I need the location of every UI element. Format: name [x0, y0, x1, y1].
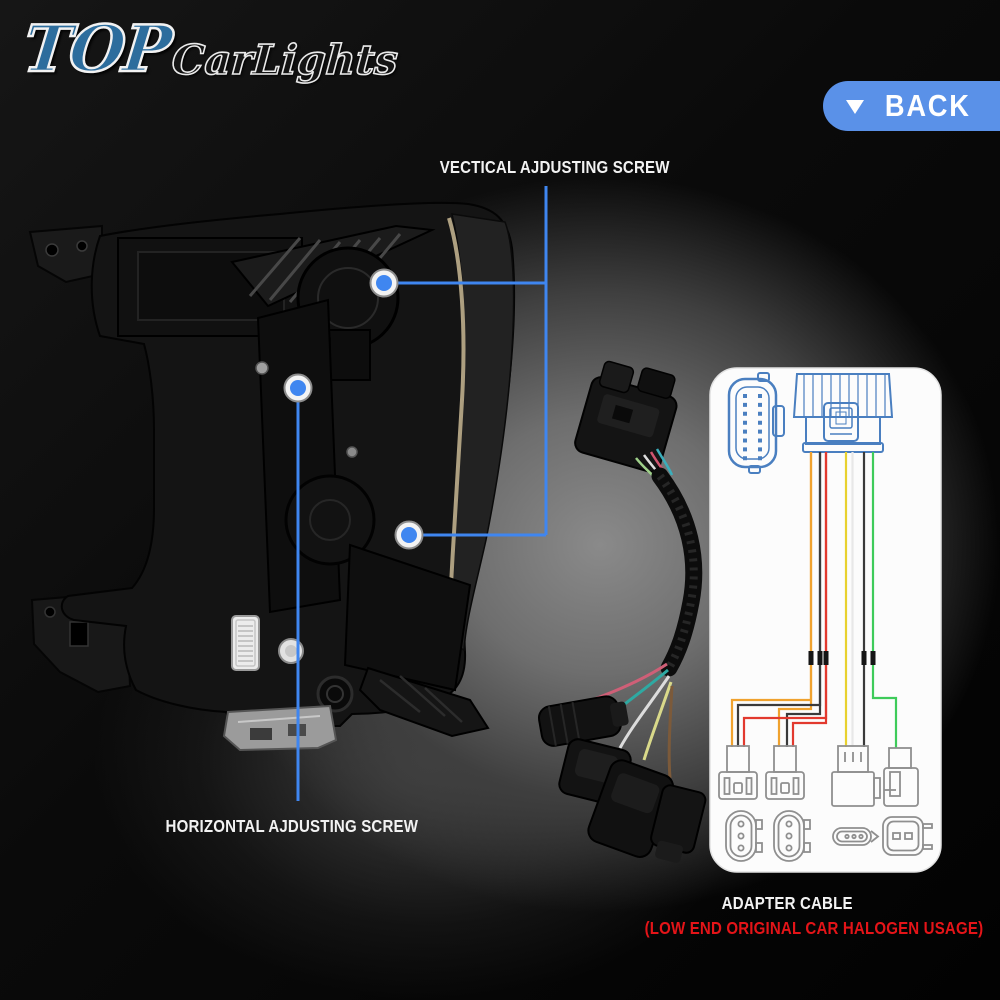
socket-face-2: [773, 810, 811, 862]
cable-connector-1: [537, 695, 629, 747]
vertical-screw-label: VECTICAL AJDUSTING SCREW: [385, 157, 725, 178]
adapter-cable-photo: [537, 360, 707, 863]
connector-face-icon: [727, 372, 785, 474]
adjusting-screw-dot-middle: [283, 373, 313, 403]
plug-symbol-2: [765, 745, 805, 800]
brand-logo-top: TOP: [19, 11, 175, 89]
horizontal-screw-label-text: HORIZONTAL AJDUSTING SCREW: [165, 816, 419, 836]
plug-symbol-3: [831, 745, 881, 807]
brand-logo-rest: CarLights: [169, 35, 400, 85]
halogen-usage-note-text: (LOW END ORIGINAL CAR HALOGEN USAGE): [644, 918, 984, 938]
connector-side-icon: [792, 373, 894, 453]
vertical-screw-callout-line: [392, 186, 548, 537]
halogen-usage-note: (LOW END ORIGINAL CAR HALOGEN USAGE): [617, 918, 984, 939]
down-triangle-icon: [846, 100, 865, 114]
horizontal-screw-label: HORIZONTAL AJDUSTING SCREW: [122, 816, 462, 837]
bracket-hole: [45, 243, 59, 257]
wire-markers: [808, 651, 876, 665]
diagram-wires: [730, 452, 898, 748]
socket-face-3: [832, 827, 880, 846]
headlight-photo: [28, 201, 516, 752]
vertical-screw-label-text: VECTICAL AJDUSTING SCREW: [440, 157, 670, 177]
headlight-connector-socket: [231, 615, 260, 671]
adjusting-screw-dot-top: [369, 268, 399, 298]
cable-connector-4: [650, 784, 707, 863]
adapter-cable-title-text: ADAPTER CABLE: [721, 893, 853, 913]
projector-base: [222, 704, 338, 752]
wiring-diagram-panel: [709, 367, 942, 873]
adapter-cable-title: ADAPTER CABLE: [617, 893, 957, 914]
brand-logo: TOP CarLights: [19, 11, 400, 89]
plug-symbol-1: [718, 745, 758, 800]
back-button-label: BACK: [885, 88, 971, 123]
cable-sleeve: [651, 467, 703, 677]
actuator-dome-lower: [284, 474, 376, 566]
adjusting-screw-dot-lower: [394, 520, 424, 550]
back-button[interactable]: BACK: [823, 81, 1000, 131]
lens-gasket-edge: [446, 217, 466, 641]
plug-symbol-4: [883, 747, 919, 807]
socket-face-4: [882, 816, 933, 856]
socket-face-1: [725, 810, 763, 862]
